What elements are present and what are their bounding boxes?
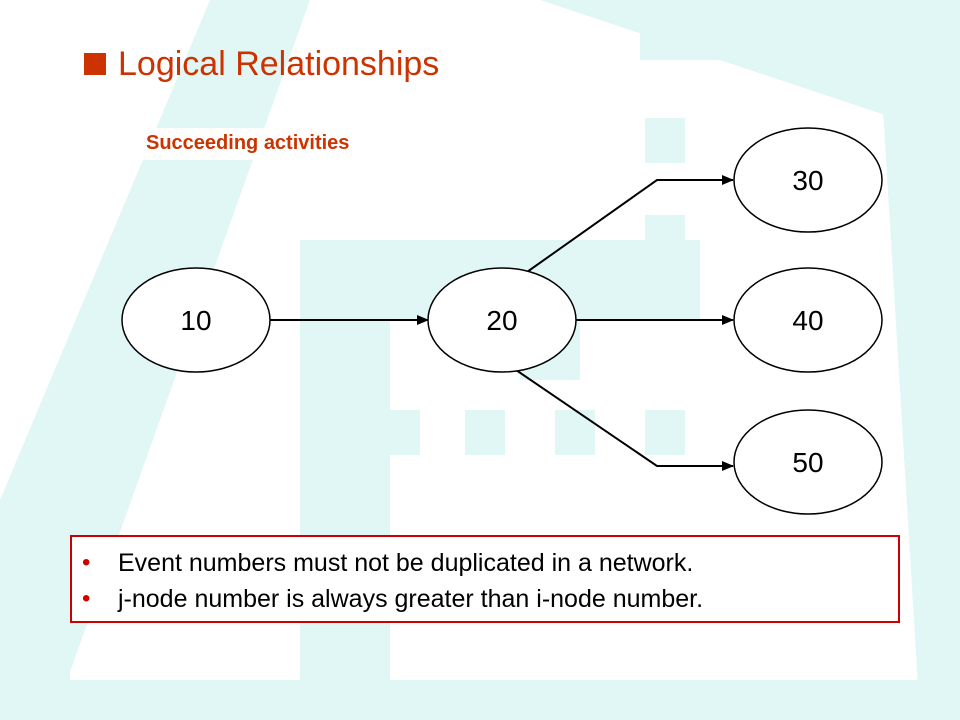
slide-title: Logical Relationships xyxy=(118,45,440,83)
edge-20-30 xyxy=(526,175,734,273)
node-40: 40 xyxy=(733,267,883,373)
note-text: Event numbers must not be duplicated in … xyxy=(118,548,694,577)
node-10: 10 xyxy=(121,267,271,373)
node-30: 30 xyxy=(733,127,883,233)
edge-20-50 xyxy=(515,369,734,471)
node-20: 20 xyxy=(427,267,577,373)
node-label-50: 50 xyxy=(792,447,823,478)
node-label-40: 40 xyxy=(792,305,823,336)
notes-box: • Event numbers must not be duplicated i… xyxy=(70,535,900,623)
bullet-dot-icon: • xyxy=(82,549,91,576)
subtitle-background xyxy=(140,128,460,160)
slide-subtitle: Succeeding activities xyxy=(146,132,350,154)
square-bullet-icon xyxy=(84,53,106,75)
node-50: 50 xyxy=(733,409,883,515)
note-item: • j-node number is always greater than i… xyxy=(82,581,898,617)
slide-title-row: Logical Relationships xyxy=(84,44,439,84)
edges xyxy=(270,175,734,471)
node-label-20: 20 xyxy=(486,305,517,336)
note-text: j-node number is always greater than i-n… xyxy=(118,584,704,613)
node-label-30: 30 xyxy=(792,165,823,196)
node-label-10: 10 xyxy=(180,305,211,336)
bullet-dot-icon: • xyxy=(82,585,91,612)
note-item: • Event numbers must not be duplicated i… xyxy=(82,545,898,581)
